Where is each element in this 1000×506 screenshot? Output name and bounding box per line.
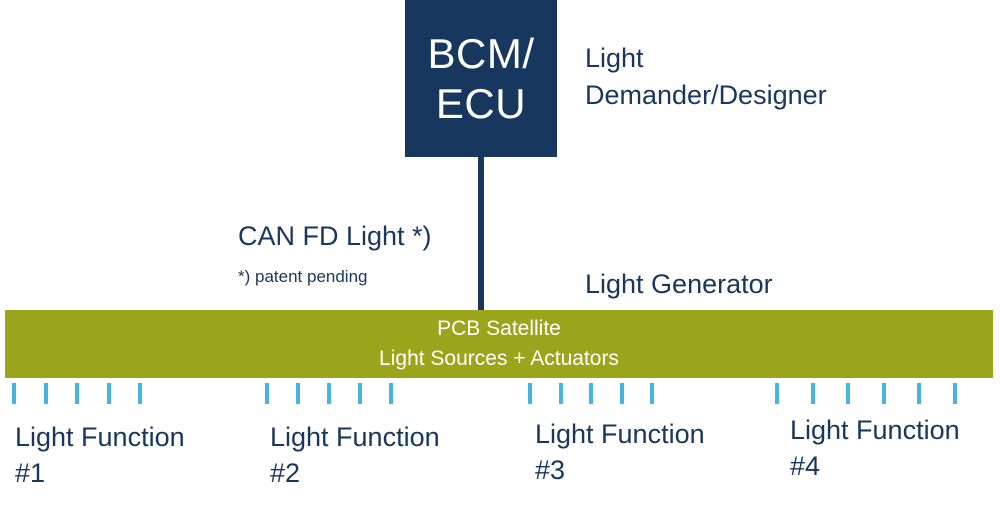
connector-tick — [106, 383, 111, 404]
connector-tick — [846, 383, 851, 404]
bcm-ecu-line2: ECU — [435, 79, 527, 127]
light-function-3-number: #3 — [535, 455, 566, 485]
light-function-label-1: Light Function #1 — [15, 419, 185, 491]
bcm-ecu-line1: BCM/ — [427, 29, 535, 77]
connector-tick — [650, 383, 654, 404]
connector-tick — [881, 383, 886, 404]
pcb-satellite-bar: PCB Satellite Light Sources + Actuators — [5, 310, 993, 378]
connector-tick — [389, 383, 393, 404]
pcb-bar-line2: Light Sources + Actuators — [379, 347, 619, 370]
light-function-label-3: Light Function #3 — [535, 416, 705, 488]
can-bus-line — [478, 157, 484, 310]
connector-tick — [917, 383, 922, 404]
light-function-2-number: #2 — [270, 458, 301, 488]
connector-tick — [327, 383, 331, 404]
tick-group-3 — [528, 383, 654, 404]
connector-tick — [589, 383, 593, 404]
connector-tick — [775, 383, 779, 404]
patent-pending-note: *) patent pending — [238, 267, 368, 286]
connector-tick — [265, 383, 269, 404]
light-function-1-name: Light Function — [15, 422, 185, 452]
connector-tick — [12, 383, 16, 404]
light-function-label-4: Light Function #4 — [790, 412, 960, 484]
connector-tick — [296, 383, 300, 404]
connector-tick — [528, 383, 532, 404]
light-function-2-name: Light Function — [270, 422, 440, 452]
light-demander-line1: Light — [585, 43, 644, 73]
connector-tick — [43, 383, 48, 404]
light-generator-label: Light Generator — [585, 269, 773, 299]
connector-tick — [138, 383, 142, 404]
bcm-ecu-box: BCM/ ECU — [405, 0, 557, 157]
connector-tick — [558, 383, 563, 404]
connector-tick — [358, 383, 362, 404]
light-function-1-number: #1 — [15, 458, 46, 488]
connector-tick — [952, 383, 957, 404]
light-demander-label: Light Demander/Designer — [585, 40, 827, 114]
connector-tick — [810, 383, 815, 404]
pcb-bar-line1: PCB Satellite — [437, 317, 561, 340]
connector-tick — [75, 383, 79, 404]
can-fd-light-label: CAN FD Light *) — [238, 221, 432, 251]
light-function-3-name: Light Function — [535, 419, 705, 449]
connector-tick — [619, 383, 624, 404]
light-demander-line2: Demander/Designer — [585, 80, 827, 110]
tick-group-4 — [775, 383, 957, 404]
light-function-label-2: Light Function #2 — [270, 419, 440, 491]
light-function-4-number: #4 — [790, 451, 821, 481]
tick-group-2 — [265, 383, 393, 404]
light-function-4-name: Light Function — [790, 415, 960, 445]
tick-group-1 — [12, 383, 142, 404]
